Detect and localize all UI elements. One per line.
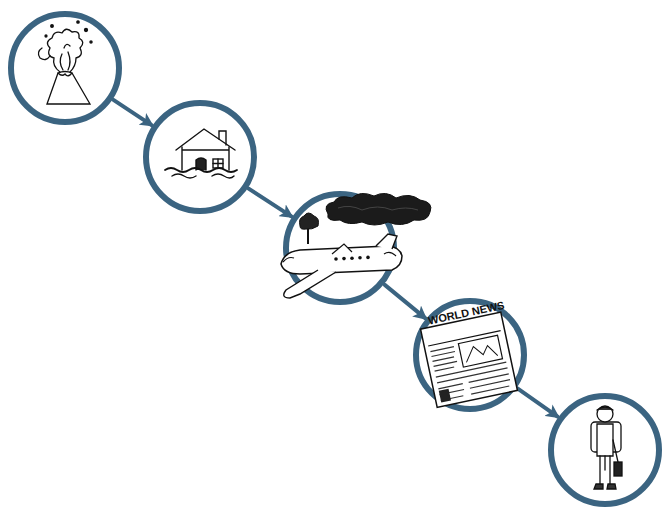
circle-outline xyxy=(548,393,662,507)
flow-arrow xyxy=(517,388,557,416)
circle-outline xyxy=(143,100,257,214)
flow-arrow xyxy=(113,100,151,125)
step-circle xyxy=(8,11,122,125)
step-circle xyxy=(283,191,397,305)
flow-arrow xyxy=(385,285,425,318)
circle-ring xyxy=(286,194,394,302)
circle-ring xyxy=(11,14,119,122)
step-circle xyxy=(548,393,662,507)
circle-outline xyxy=(8,11,122,125)
circle-outline xyxy=(283,191,397,305)
circle-ring xyxy=(551,396,659,504)
flow-arrow xyxy=(249,189,292,217)
circle-ring xyxy=(146,103,254,211)
step-circle xyxy=(143,100,257,214)
step-circle: WORLD NEWS xyxy=(413,298,527,412)
